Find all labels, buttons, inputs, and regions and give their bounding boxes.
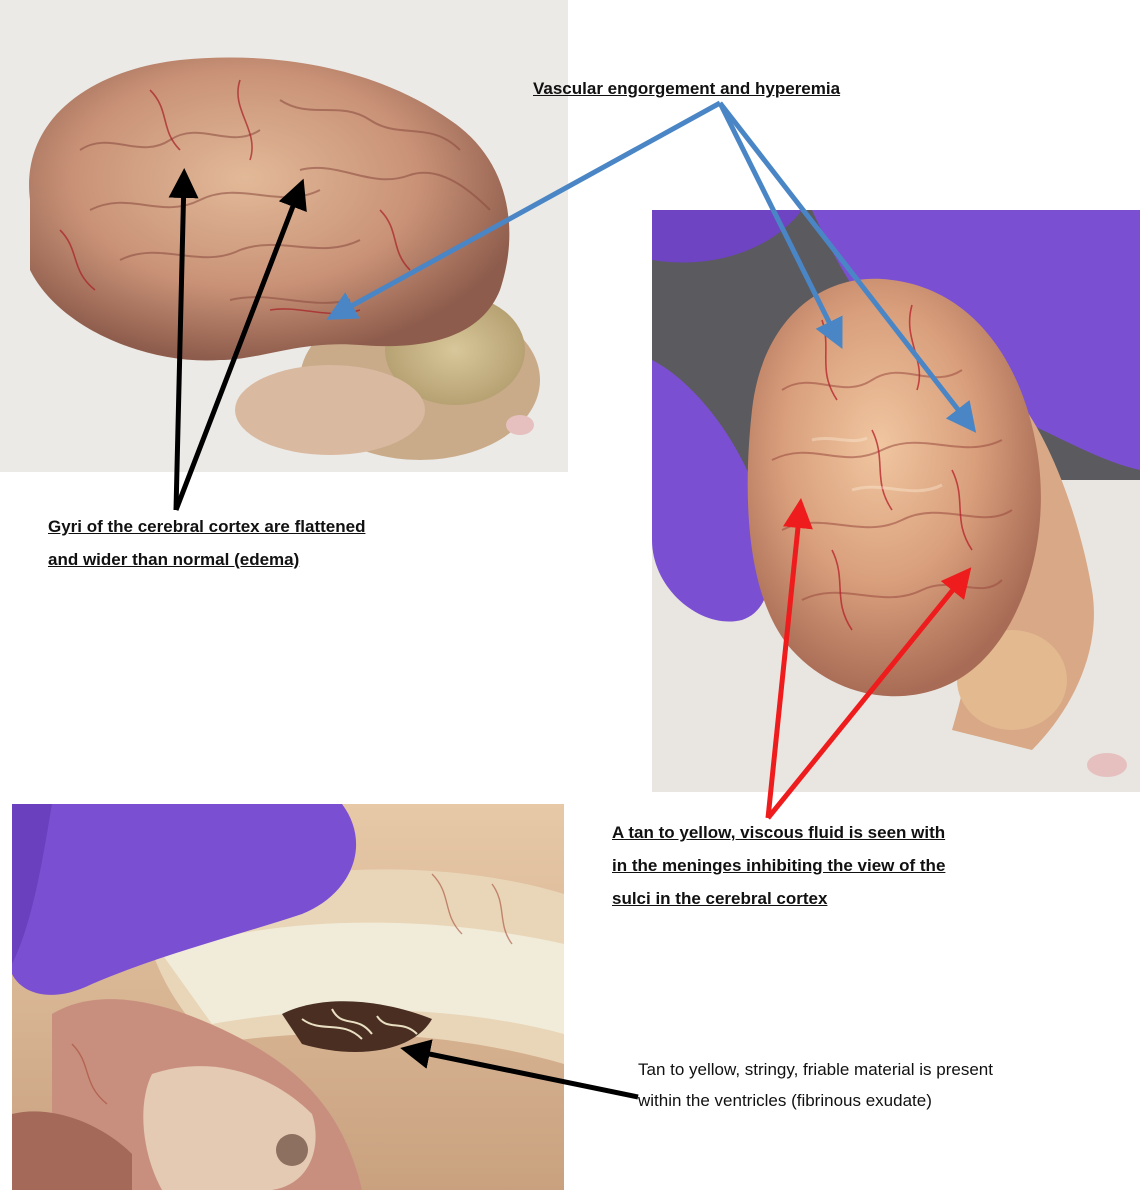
brain-lateral-photo [0,0,568,472]
viscous-fluid-label: A tan to yellow, viscous fluid is seen w… [612,823,946,908]
brain-section-photo [12,804,564,1190]
brain-gloved-photo [652,210,1140,792]
gyri-flattened-label: Gyri of the cerebral cortex are flattene… [48,517,366,569]
vascular-engorgement-label: Vascular engorgement and hyperemia [533,79,841,98]
fibrinous-exudate-label: Tan to yellow, stringy, friable material… [638,1060,993,1110]
